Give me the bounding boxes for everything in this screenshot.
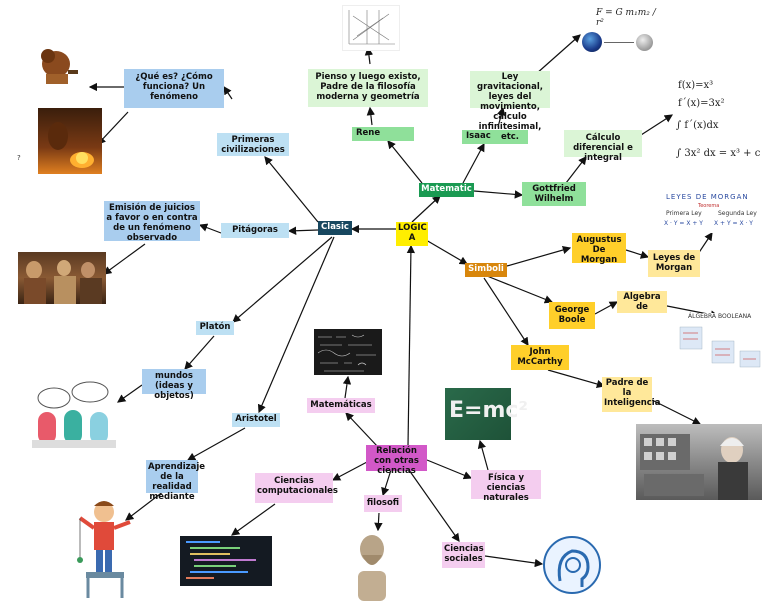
emc2-board-image: E=mc² bbox=[445, 388, 528, 440]
link-john-padre bbox=[547, 369, 606, 389]
link-fisica-img bbox=[477, 439, 489, 471]
philosophers-painting-image bbox=[18, 252, 106, 304]
link-augustus-leyes bbox=[625, 249, 650, 259]
link-simb-augustus bbox=[506, 245, 572, 267]
link-gottfried-calc bbox=[565, 156, 587, 184]
platon-node[interactable]: Platón bbox=[196, 321, 234, 335]
link-aristotel-aprend bbox=[186, 427, 246, 461]
clasic-node[interactable]: Clasic bbox=[318, 221, 352, 235]
gottfried-node[interactable]: Gottfried Wilhelm bbox=[522, 182, 586, 206]
link-mundos-img bbox=[117, 384, 143, 403]
link-calc-img bbox=[640, 114, 674, 136]
primeras-civilizaciones-node[interactable]: Primeras civilizaciones bbox=[217, 133, 289, 156]
augustus-node[interactable]: Augustus De Morgan bbox=[572, 233, 626, 265]
rene-text-node[interactable]: Pienso y luego existo, Padre de la filos… bbox=[308, 69, 428, 107]
link-emision-img bbox=[103, 243, 146, 275]
mccarthy-photo-image bbox=[636, 424, 762, 500]
moon-icon bbox=[636, 34, 653, 51]
link-rel-matematicas bbox=[345, 412, 379, 448]
aprendizaje-node[interactable]: Aprendizaje de la realidad mediante bbox=[146, 460, 206, 502]
matematic-node[interactable]: Matematic bbox=[419, 183, 474, 197]
link-aprend-img bbox=[125, 490, 165, 521]
link-rel-ciencias-soc bbox=[408, 469, 460, 542]
small-mark: ? bbox=[17, 154, 21, 162]
john-mccarthy-node[interactable]: John McCarthy bbox=[511, 345, 569, 370]
isaac-text-node[interactable]: Ley gravitacional, leyes del movimiento,… bbox=[470, 71, 550, 142]
brain-head-icon bbox=[542, 535, 602, 597]
rene-node[interactable]: Rene bbox=[352, 127, 414, 141]
link-que-img2 bbox=[97, 111, 129, 145]
link-center-simboli bbox=[425, 239, 469, 265]
geometry-sketch-image bbox=[342, 5, 400, 51]
chalkboard-math-image bbox=[314, 329, 382, 375]
gravity-image: F = G m₁m₂ / r² bbox=[578, 6, 658, 56]
code-screen-image bbox=[180, 536, 272, 586]
link-padre-img bbox=[651, 399, 702, 425]
fisica-node[interactable]: Física y ciencias naturales bbox=[471, 470, 541, 503]
link-mat-gottfried bbox=[473, 190, 524, 199]
link-rel-fisica bbox=[426, 459, 473, 480]
earth-icon bbox=[582, 32, 602, 52]
mundos-node[interactable]: mundos (ideas y objetos) bbox=[142, 369, 206, 401]
philosopher-bust-image bbox=[350, 531, 392, 603]
simboli-node[interactable]: Simboli bbox=[465, 263, 507, 277]
ciencias-sociales-node[interactable]: Ciencias sociales bbox=[442, 542, 485, 568]
link-isaac-img bbox=[535, 34, 581, 75]
link-rel-filosofi bbox=[381, 469, 392, 497]
filosofi-node[interactable]: filosofi bbox=[364, 495, 402, 512]
link-clasic-platon bbox=[232, 236, 333, 323]
fire-cave-image bbox=[38, 108, 102, 174]
emc2-text: E=mc² bbox=[449, 398, 529, 423]
gravity-formula: F = G m₁m₂ / r² bbox=[596, 8, 656, 28]
boolean-algebra-card: ÁLGEBRA BOOLEANA bbox=[678, 313, 762, 369]
link-clasic-pitagoras bbox=[287, 226, 319, 235]
link-george-algebra bbox=[594, 301, 619, 315]
que-es-node[interactable]: ¿Qué es? ¿Cómo funciona? Un fenómeno bbox=[124, 69, 224, 108]
link-mat-isaac bbox=[462, 142, 485, 184]
link-relacion-center bbox=[406, 244, 416, 447]
isaac-node[interactable]: Isaac bbox=[462, 130, 528, 144]
link-rene-text bbox=[366, 106, 376, 126]
link-mat-img bbox=[342, 375, 352, 399]
george-boole-node[interactable]: George Boole bbox=[549, 302, 595, 329]
algebra-node[interactable]: Algebra de bbox=[617, 291, 667, 313]
link-comp-img bbox=[231, 503, 276, 536]
link-platon-mundos bbox=[184, 335, 215, 370]
aristotel-node[interactable]: Aristotel bbox=[232, 413, 280, 427]
link-isaac-text bbox=[497, 106, 506, 128]
link-center-matematic bbox=[411, 195, 441, 223]
link-primeras-que bbox=[223, 86, 233, 100]
link-mat-rene bbox=[387, 140, 423, 184]
padre-ia-node[interactable]: Padre de la Inteligencia bbox=[602, 377, 660, 412]
relacion-node[interactable]: Relación con otras ciencias bbox=[366, 445, 427, 476]
calculo-node[interactable]: Cálculo diferencial e integral bbox=[564, 130, 642, 163]
thinking-heads-image bbox=[32, 378, 116, 452]
link-simb-john bbox=[483, 277, 529, 347]
center-node[interactable]: LOGIC A bbox=[396, 222, 428, 246]
matematicas-node[interactable]: Matemáticas bbox=[307, 398, 375, 413]
emision-node[interactable]: Emisión de juicios a favor o en contra d… bbox=[104, 201, 200, 243]
leyes-morgan-node[interactable]: Leyes de Morgan bbox=[648, 250, 700, 277]
link-clasic-primeras bbox=[264, 156, 319, 223]
pitagoras-node[interactable]: Pitágoras bbox=[221, 223, 289, 238]
link-pitagoras-emision bbox=[198, 223, 222, 234]
calculus-image: f(x)=x³ f´(x)=3x² ∫ f´(x)dx ∫ 3x² dx = x… bbox=[676, 80, 761, 159]
boy-pendulum-image bbox=[74, 496, 136, 600]
ciencias-comp-node[interactable]: Ciencias computacionales bbox=[255, 473, 338, 503]
de-morgan-card: LEYES DE MORGAN Teorema Primera Ley Segu… bbox=[656, 193, 762, 233]
link-simb-george bbox=[486, 275, 554, 304]
link-soc-img bbox=[484, 555, 544, 568]
link-clasic-aristotel bbox=[257, 236, 335, 414]
link-filosofi-img bbox=[374, 512, 383, 532]
caveman-image bbox=[34, 44, 84, 88]
link-rel-ciencias-comp bbox=[331, 461, 368, 481]
